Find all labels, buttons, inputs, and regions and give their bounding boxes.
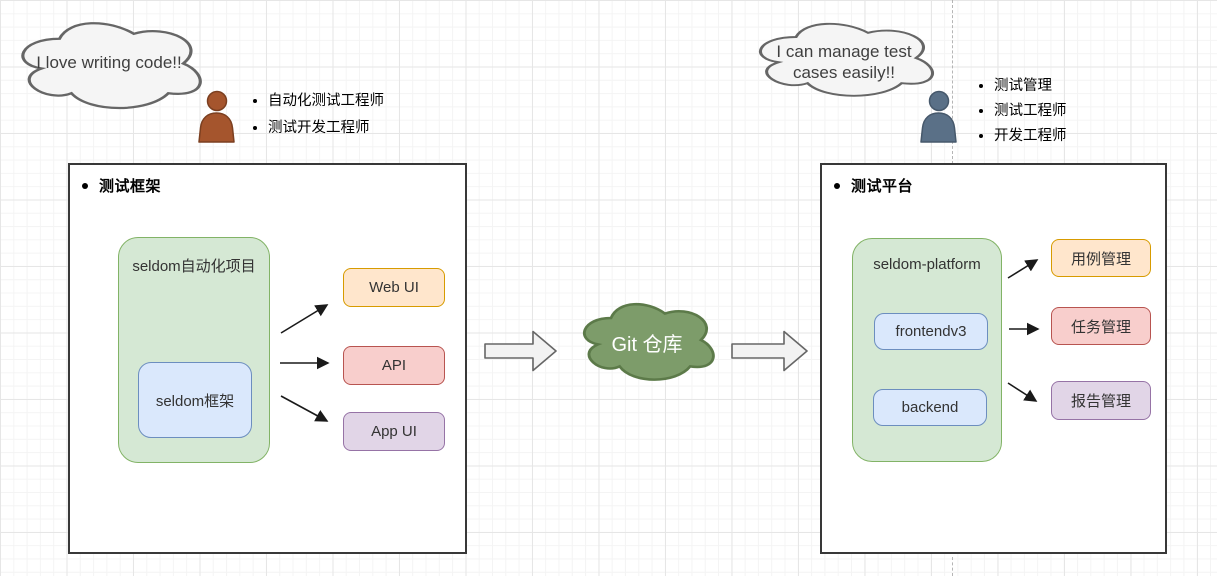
role-item: 测试开发工程师 — [268, 115, 384, 142]
seldom-framework-label: seldom框架 — [155, 392, 235, 410]
report-management-label: 报告管理 — [1070, 393, 1131, 410]
case-management-label: 用例管理 — [1070, 250, 1131, 268]
seldom-project-label: seldom自动化项目 — [132, 258, 256, 275]
manager-person-icon — [920, 90, 957, 143]
role-item: 开发工程师 — [994, 124, 1067, 149]
block-arrow-to-git — [484, 330, 557, 372]
role-item: 测试工程师 — [994, 99, 1067, 124]
left-actor-roles: 自动化测试工程师 测试开发工程师 — [252, 88, 384, 142]
platform-panel-title-label: 测试平台 — [851, 178, 914, 195]
report-management-node: 报告管理 — [1051, 381, 1151, 420]
right-actor-roles: 测试管理 测试工程师 开发工程师 — [978, 74, 1067, 149]
git-repo-label: Git 仓库 — [611, 334, 683, 356]
left-speech-cloud: I love writing code!! — [10, 14, 208, 113]
right-speech-cloud: I can manage test cases easily!! — [748, 16, 940, 100]
git-repo-cloud: Git 仓库 — [575, 296, 719, 384]
frontend-label: frontendv3 — [895, 323, 967, 340]
right-speech-text: I can manage test cases easily!! — [748, 41, 940, 83]
framework-panel-title-label: 测试框架 — [99, 178, 162, 195]
framework-panel-title: 测试框架 — [82, 175, 161, 196]
seldom-platform-container: seldom-platform — [852, 238, 1002, 462]
dashed-separator-bottom — [952, 557, 953, 576]
api-node: API — [343, 346, 445, 385]
task-management-node: 任务管理 — [1051, 307, 1151, 345]
seldom-framework-node: seldom框架 — [138, 362, 252, 438]
backend-label: backend — [901, 399, 959, 416]
cloud-shape-icon — [758, 22, 935, 97]
seldom-platform-label: seldom-platform — [873, 256, 981, 273]
app-ui-label: App UI — [371, 423, 417, 440]
web-ui-label: Web UI — [369, 279, 419, 296]
bullet-dot — [834, 182, 840, 189]
api-label: API — [381, 357, 407, 374]
right-speech-line2: cases easily!! — [792, 63, 896, 82]
web-ui-node: Web UI — [343, 268, 445, 307]
platform-panel-title: 测试平台 — [834, 175, 913, 196]
right-speech-line1: I can manage test — [776, 42, 912, 61]
backend-node: backend — [873, 389, 987, 426]
bullet-dot — [82, 182, 88, 189]
developer-person-icon — [198, 90, 235, 143]
role-item: 测试管理 — [994, 74, 1067, 99]
role-item: 自动化测试工程师 — [268, 88, 384, 115]
block-arrow-from-git — [731, 330, 808, 372]
cloud-shape-icon — [583, 302, 715, 381]
task-management-label: 任务管理 — [1070, 318, 1131, 336]
app-ui-node: App UI — [343, 412, 445, 451]
cloud-shape-icon — [21, 22, 202, 110]
dashed-separator-top — [952, 0, 953, 164]
frontend-node: frontendv3 — [874, 313, 988, 350]
case-management-node: 用例管理 — [1051, 239, 1151, 277]
left-speech-text: I love writing code!! — [36, 53, 182, 72]
